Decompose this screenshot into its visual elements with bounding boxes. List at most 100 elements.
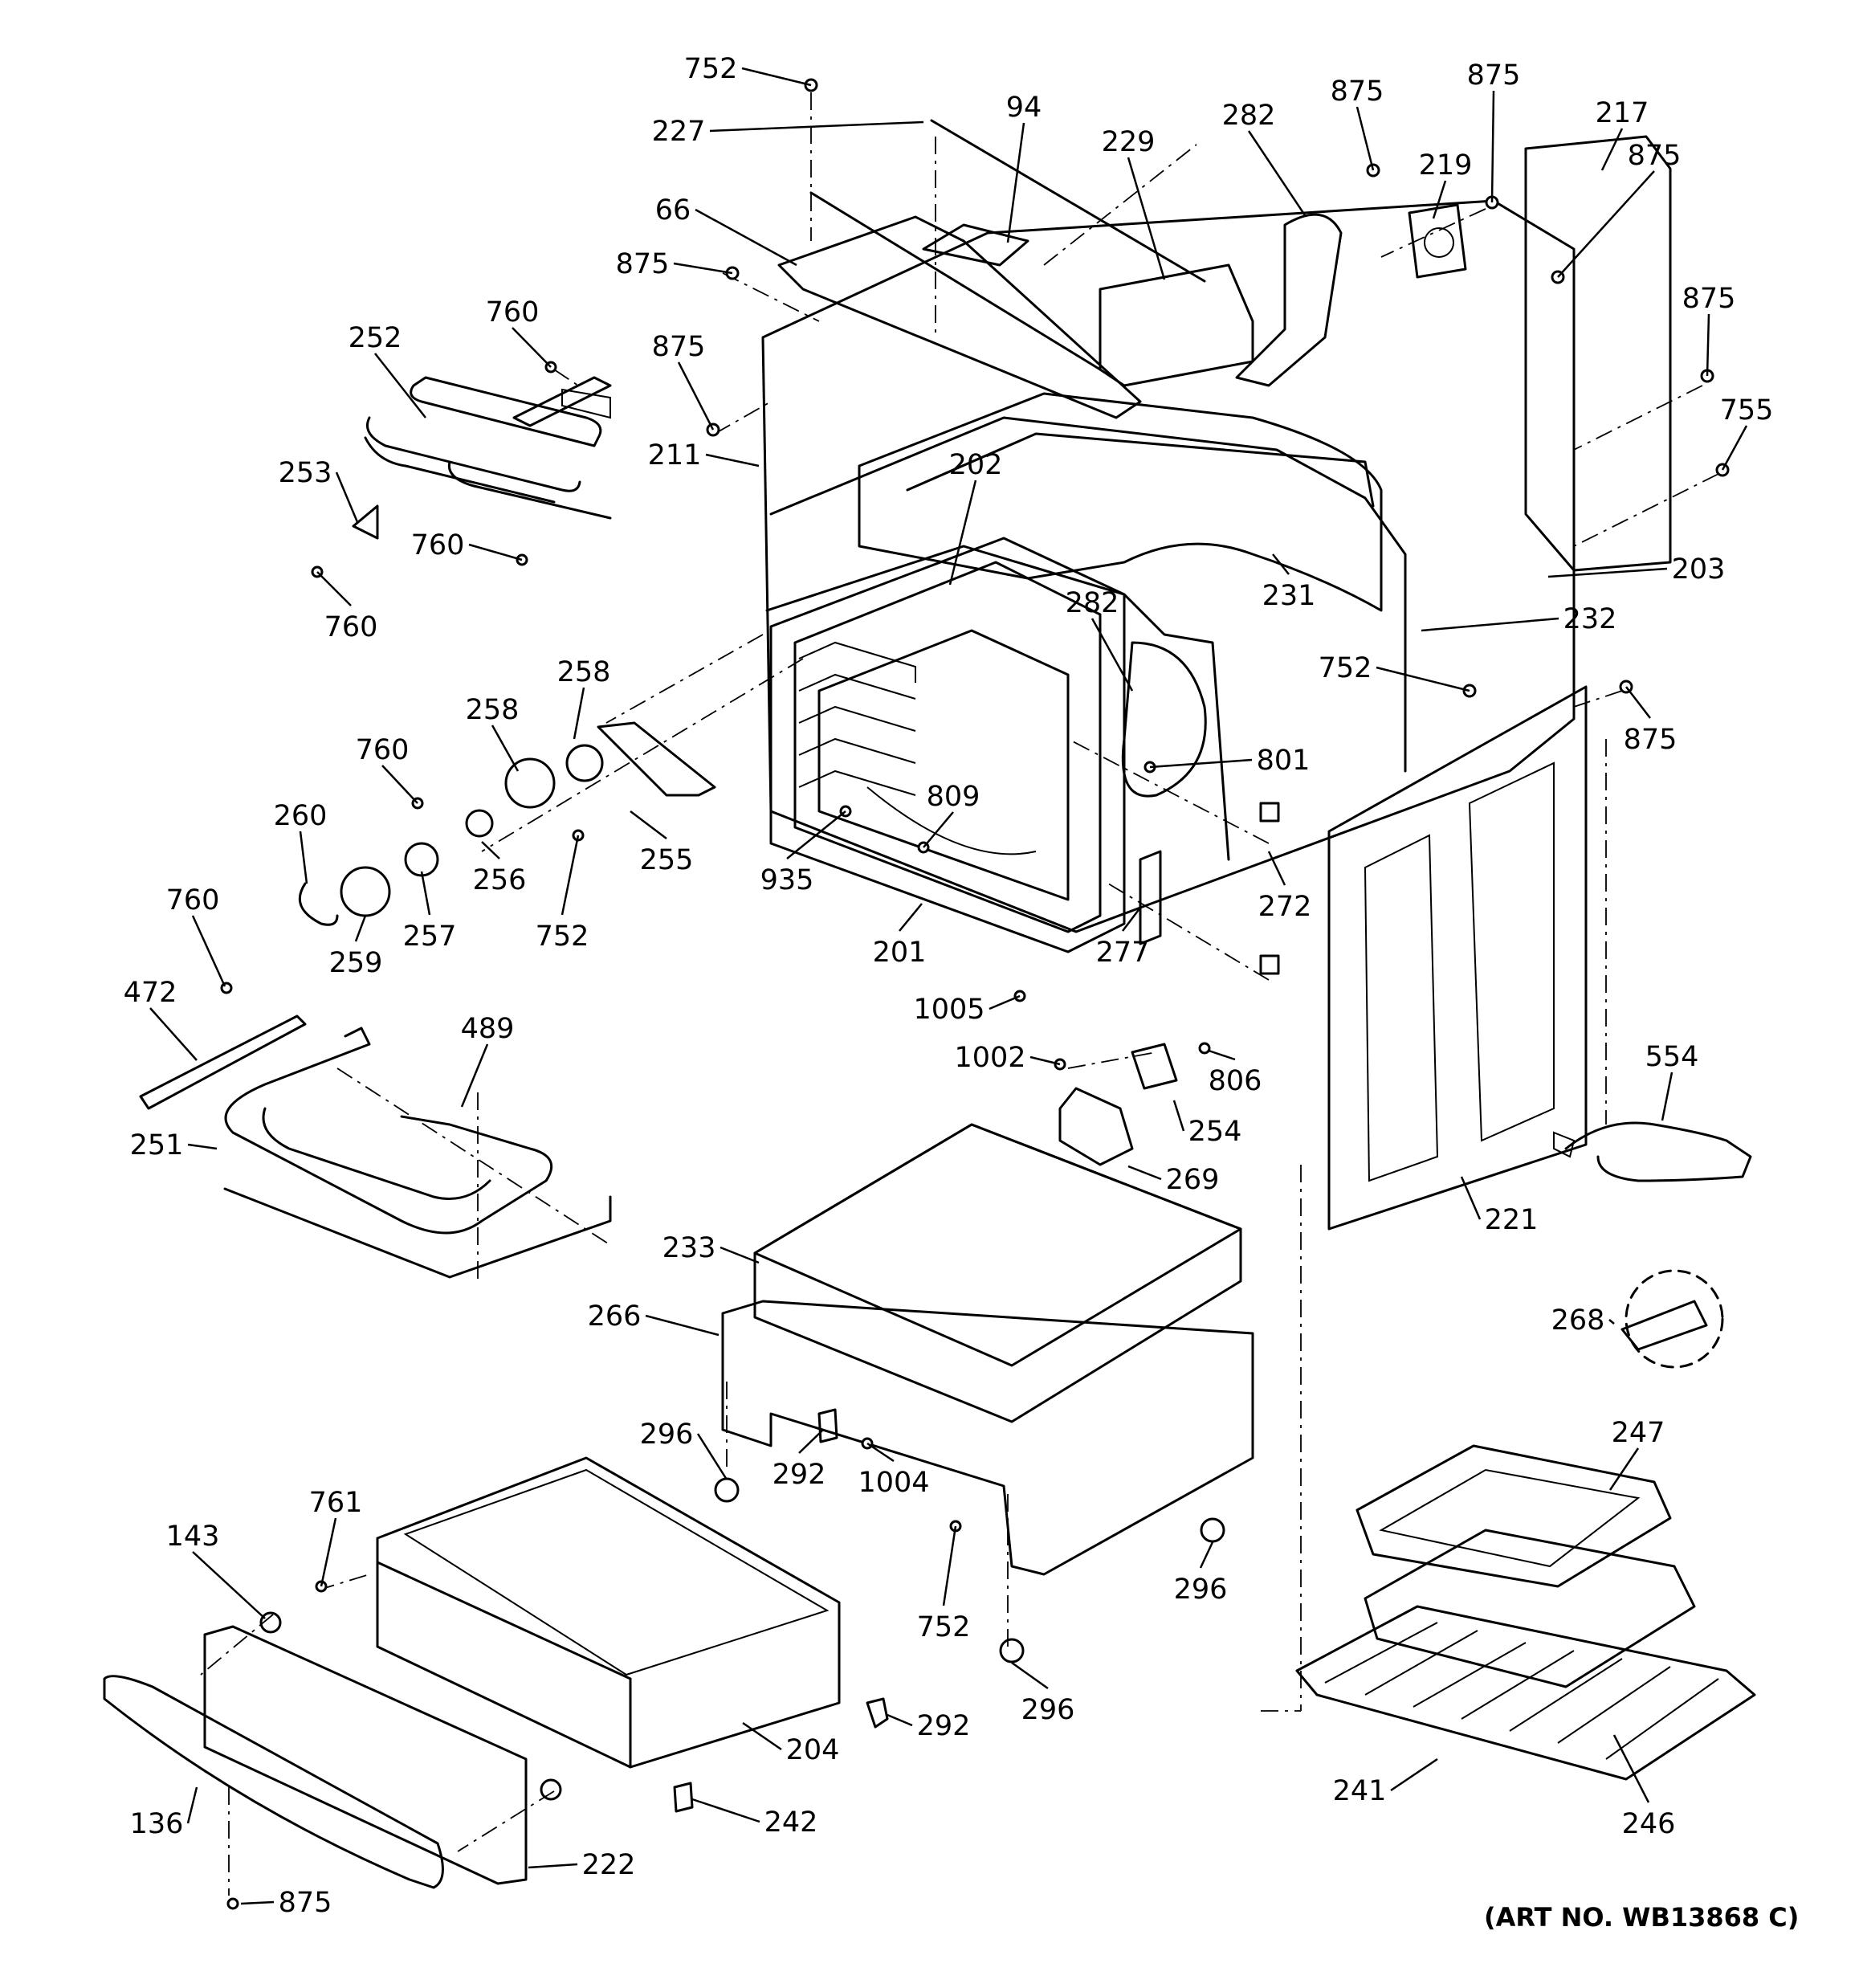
- part-number-label: 282: [1066, 587, 1119, 619]
- leader-line: [1267, 851, 1286, 886]
- callout-c202: 202: [949, 449, 1002, 586]
- leader-line: [1029, 1055, 1061, 1066]
- part-number-label: 296: [1021, 1694, 1075, 1726]
- leader-line: [1006, 122, 1025, 243]
- bake-element-489: [224, 1027, 553, 1235]
- callout-c203: 203: [1547, 553, 1725, 586]
- top-bracket: [777, 215, 1142, 419]
- callout-c201: 201: [873, 903, 927, 969]
- part-number-label: 221: [1485, 1204, 1539, 1236]
- leader-line: [786, 810, 846, 859]
- bake-element-front: [262, 1107, 491, 1200]
- leader-line: [696, 1433, 728, 1480]
- drawer-glide-292: [866, 1697, 889, 1729]
- leader-line: [316, 571, 352, 606]
- part-number-label: 875: [1628, 140, 1682, 172]
- callout-c232: 232: [1421, 603, 1616, 635]
- part-number-label: 254: [1188, 1116, 1242, 1148]
- insulation-229: [1099, 263, 1254, 387]
- part-number-label: 204: [786, 1734, 840, 1766]
- callout-c259: 259: [329, 915, 382, 979]
- part-number-label: 268: [1551, 1304, 1605, 1337]
- part-number-label: 258: [557, 656, 611, 688]
- callout-c241: 241: [1333, 1757, 1438, 1807]
- leader-line: [1011, 1661, 1049, 1690]
- thermostat-icon: [1424, 227, 1454, 258]
- light-gasket-258: [565, 744, 604, 782]
- hinge-receptacle-icon: [1259, 802, 1280, 823]
- callout-c204: 204: [742, 1721, 840, 1766]
- callout-c260: 260: [274, 800, 328, 884]
- callout-c221: 221: [1460, 1176, 1539, 1236]
- leader-line: [1247, 130, 1307, 216]
- part-number-label: 806: [1209, 1065, 1262, 1097]
- part-number-label: 1004: [858, 1467, 929, 1499]
- part-number-label: 233: [662, 1232, 716, 1264]
- part-number-label: 266: [588, 1300, 642, 1333]
- callout-c875a: 875: [1331, 76, 1384, 171]
- leader-line: [1460, 1176, 1482, 1220]
- leader-line: [1608, 1447, 1640, 1491]
- leader-line: [468, 543, 523, 561]
- oven-cavity: [761, 199, 1576, 933]
- part-number-label: 252: [349, 322, 402, 354]
- part-number-label: 282: [1222, 100, 1276, 132]
- leader-line: [420, 871, 431, 916]
- callout-c935: 935: [760, 810, 846, 896]
- leader-line: [1149, 758, 1253, 769]
- part-number-label: 231: [1262, 580, 1316, 612]
- callout-c282a: 282: [1222, 100, 1307, 216]
- leader-line: [1547, 567, 1668, 578]
- drawer-body-204: [376, 1456, 841, 1769]
- part-number-label: 222: [582, 1849, 636, 1881]
- leader-line: [320, 1517, 337, 1587]
- callout-c760d: 760: [356, 734, 418, 804]
- part-number-label: 253: [279, 457, 332, 489]
- part-number-label: 201: [873, 937, 927, 969]
- broil-element: [364, 376, 612, 520]
- leader-line: [742, 1721, 782, 1751]
- callout-c554: 554: [1645, 1041, 1698, 1121]
- part-number-label: 211: [648, 439, 702, 471]
- callout-c292a: 292: [773, 1429, 826, 1491]
- callout-c282b: 282: [1066, 587, 1134, 692]
- part-number-label: 760: [166, 884, 220, 916]
- part-number-label: 801: [1257, 745, 1311, 777]
- leader-line: [1557, 170, 1655, 278]
- part-number-label: 136: [130, 1808, 184, 1840]
- part-number-label: 760: [324, 611, 378, 643]
- light-socket-256: [465, 809, 494, 838]
- part-number-label: 760: [356, 734, 410, 766]
- part-number-label: 229: [1102, 126, 1156, 158]
- callout-c1005: 1005: [913, 994, 1021, 1026]
- part-number-label: 292: [917, 1710, 971, 1742]
- callout-c1002: 1002: [954, 1042, 1061, 1074]
- leader-line: [1600, 128, 1624, 171]
- callout-c246: 246: [1612, 1734, 1675, 1840]
- callout-c272: 272: [1258, 851, 1311, 923]
- leader-line: [186, 1786, 198, 1824]
- leader-line: [1376, 666, 1470, 692]
- part-number-label: 752: [1319, 652, 1372, 684]
- back-panel-203: [1524, 135, 1672, 572]
- detail-circle-268: [1625, 1269, 1724, 1369]
- callout-c219: 219: [1419, 149, 1472, 219]
- switch-bracket-269: [1058, 1087, 1134, 1166]
- leader-line: [191, 915, 226, 987]
- callout-c875h: 875: [240, 1887, 332, 1919]
- broiler-pan-insert-247: [1355, 1444, 1672, 1588]
- leader-line: [1172, 1100, 1185, 1132]
- callout-c292b: 292: [887, 1710, 970, 1742]
- callout-c755: 755: [1720, 394, 1773, 471]
- part-number-label: 66: [655, 194, 691, 227]
- callout-c752c: 752: [536, 835, 589, 953]
- part-number-label: 255: [640, 844, 694, 876]
- leader-line: [1625, 686, 1651, 719]
- leader-line: [1390, 1757, 1438, 1792]
- part-number-label: 875: [1624, 724, 1678, 756]
- broil-bracket: [352, 504, 379, 540]
- part-number-label: 242: [764, 1806, 818, 1839]
- part-number-label: 260: [274, 800, 328, 832]
- callout-c268: 268: [1551, 1304, 1615, 1337]
